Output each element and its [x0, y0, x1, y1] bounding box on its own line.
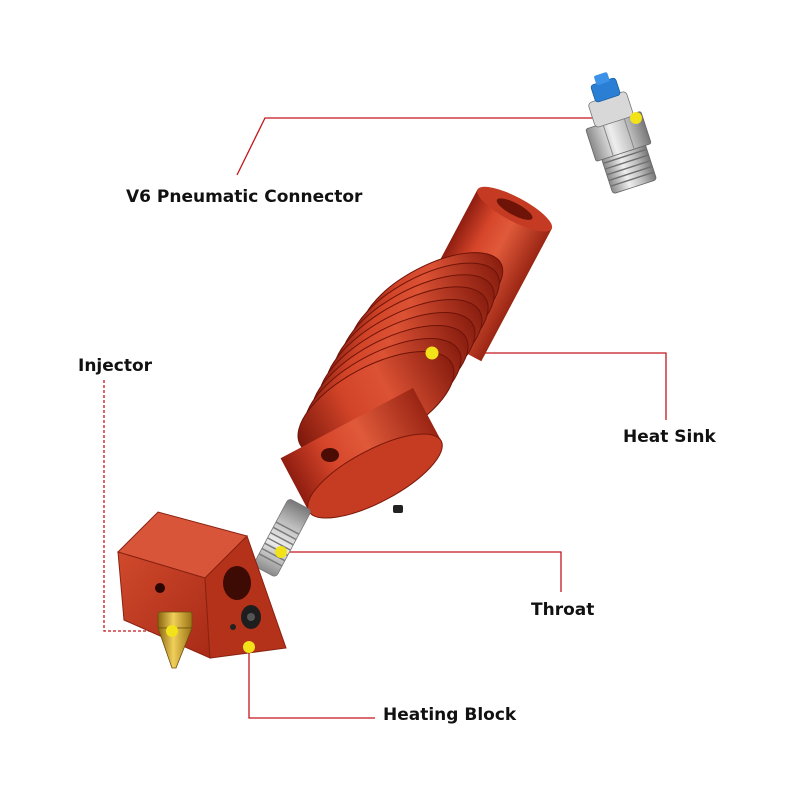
connector-leader [236, 117, 636, 176]
throat-illustration [253, 499, 311, 577]
heating-block-illustration [117, 511, 287, 659]
pneumatic-connector-illustration [585, 72, 657, 194]
label-injector: Injector [78, 356, 153, 376]
throat-leader [281, 551, 562, 592]
heating-block-marker [243, 641, 255, 653]
marker-dots [166, 112, 642, 653]
heat-sink-leader [432, 352, 667, 420]
label-throat: Throat [531, 600, 595, 620]
throat-marker [275, 546, 287, 558]
label-heat-sink: Heat Sink [623, 427, 716, 447]
heat-sink-marker [425, 346, 439, 360]
label-heating-block: Heating Block [383, 705, 517, 725]
injector-marker [166, 625, 178, 637]
nozzle-illustration [157, 611, 193, 669]
connector-marker [630, 112, 642, 124]
heat-sink-illustration [280, 186, 553, 519]
heating-block-leader [248, 647, 375, 719]
label-connector: V6 Pneumatic Connector [126, 187, 363, 207]
